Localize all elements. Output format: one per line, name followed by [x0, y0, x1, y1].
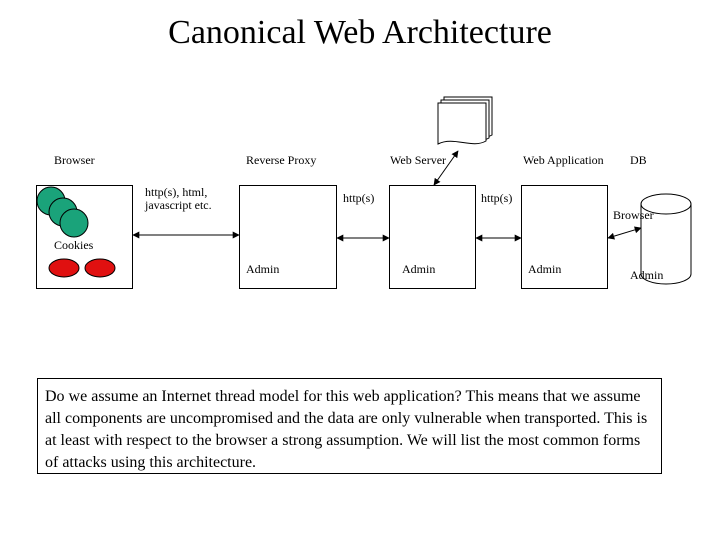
document-stack-icon	[437, 96, 493, 145]
app-db-arrow	[607, 226, 642, 240]
https-proxy-server-label: http(s)	[343, 191, 375, 205]
http-html-js-label-line2: javascript etc.	[145, 198, 212, 212]
admin-app-label: Admin	[528, 262, 562, 276]
db-cylinder-icon	[640, 193, 692, 285]
server-docs-arrow	[433, 150, 459, 186]
web-application-box	[521, 185, 608, 289]
threat-model-note: Do we assume an Internet thread model fo…	[37, 378, 662, 474]
db-browser-label: Browser	[613, 208, 654, 222]
cookies-label: Cookies	[54, 238, 94, 252]
admin-proxy-label: Admin	[246, 262, 280, 276]
web-server-label: Web Server	[390, 153, 447, 167]
reverse-proxy-box	[239, 185, 337, 289]
cookie-red-icons	[48, 258, 116, 278]
web-application-label: Web Application	[523, 153, 604, 167]
admin-db-label: Admin	[630, 268, 664, 282]
browser-label: Browser	[54, 153, 95, 167]
db-label: DB	[630, 153, 647, 167]
http-html-js-label-line1: http(s), html,	[145, 185, 208, 199]
cookie-green-icons	[36, 186, 89, 238]
page-title: Canonical Web Architecture	[168, 14, 552, 51]
web-server-box	[389, 185, 476, 289]
admin-server-label: Admin	[402, 262, 436, 276]
reverse-proxy-label: Reverse Proxy	[246, 153, 317, 167]
https-server-app-label: http(s)	[481, 191, 513, 205]
